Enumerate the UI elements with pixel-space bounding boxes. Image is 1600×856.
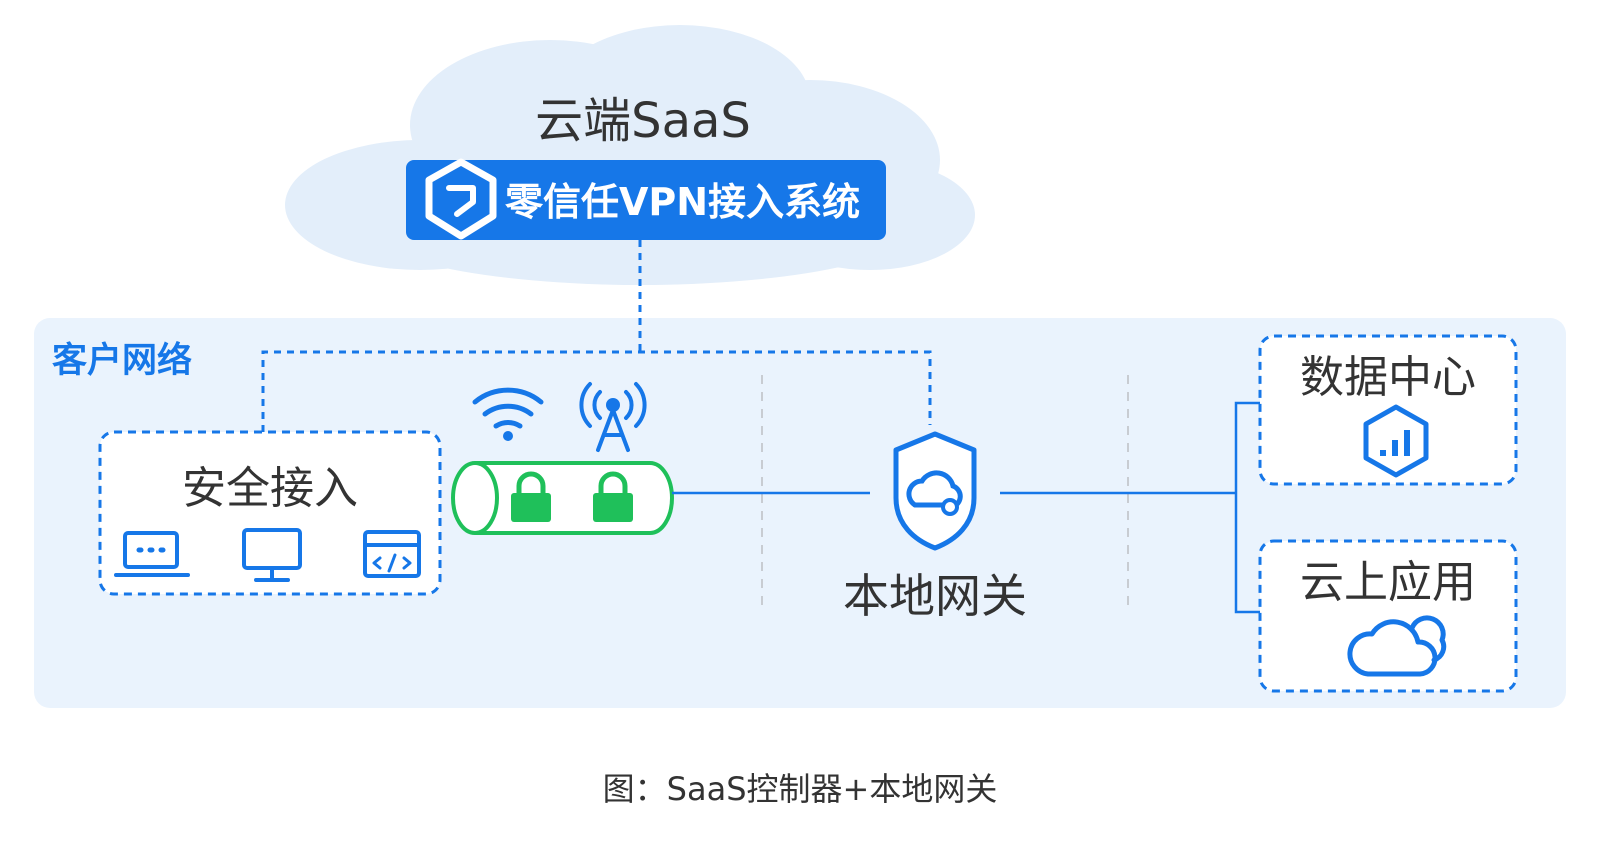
cloud-apps-box[interactable] <box>1258 539 1518 693</box>
saas-cloud <box>285 25 975 285</box>
antenna-icon <box>579 382 647 452</box>
padlock-icon <box>511 471 551 522</box>
system-label: 零信任VPN接入系统 <box>505 180 860 224</box>
customer-network-label: 客户网络 <box>52 340 192 381</box>
chart-hexagon-icon <box>1363 404 1429 478</box>
shield-logo-icon <box>425 158 497 240</box>
figure-caption: 图：SaaS控制器+本地网关 <box>603 770 998 808</box>
destination-bracket <box>1234 401 1260 614</box>
cloud-apps-label: 云上应用 <box>1300 557 1476 608</box>
padlock-icon <box>593 471 633 522</box>
cloud-icon <box>1347 615 1447 677</box>
customer-network-panel <box>34 318 1566 708</box>
cloud-title: 云端SaaS <box>535 93 751 149</box>
laptop-icon[interactable] <box>114 531 190 577</box>
local-gateway-label: 本地网关 <box>843 569 1027 623</box>
wifi-icon <box>472 387 544 441</box>
gateway-shield-cloud-icon[interactable] <box>893 431 977 551</box>
control-links <box>261 240 932 432</box>
secure-access-title: 安全接入 <box>182 463 358 514</box>
zero-trust-system-bar[interactable] <box>406 160 886 240</box>
data-center-label: 数据中心 <box>1300 352 1476 403</box>
secure-tunnel <box>451 461 674 535</box>
code-window-icon[interactable] <box>363 530 421 578</box>
monitor-icon[interactable] <box>242 528 302 582</box>
secure-access-box <box>98 430 442 596</box>
